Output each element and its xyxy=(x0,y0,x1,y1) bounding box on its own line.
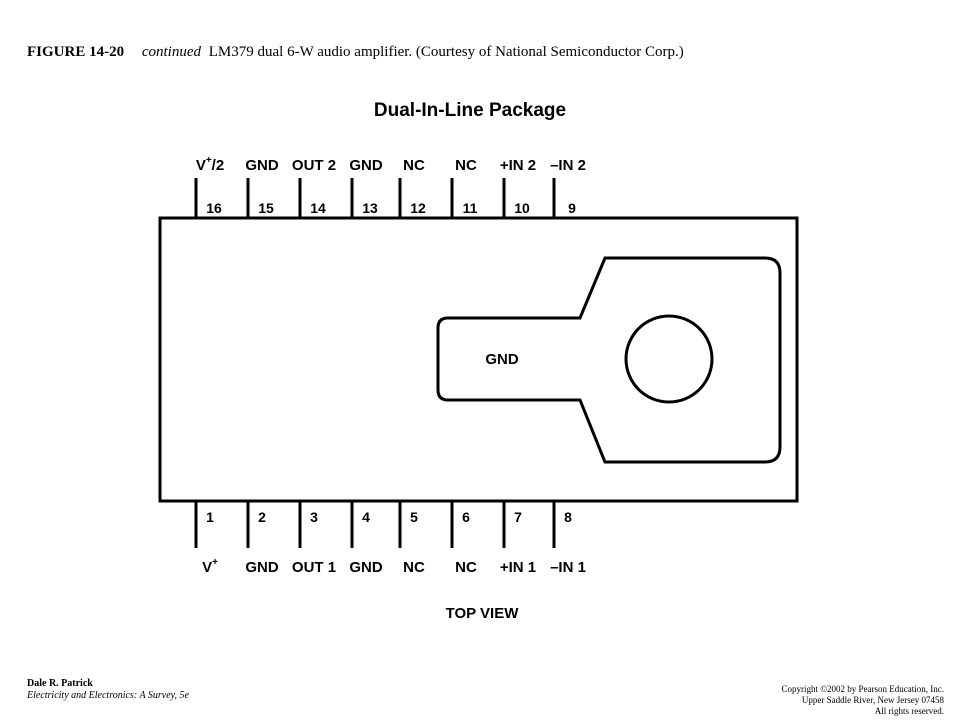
pin-5-label: NC xyxy=(403,559,425,576)
pin-4-label: GND xyxy=(349,559,383,576)
tab-gnd-label: GND xyxy=(485,351,519,368)
figure-caption: FIGURE 14-20 continued LM379 dual 6-W au… xyxy=(27,44,684,61)
pin-9-number: 9 xyxy=(568,200,576,216)
footer-address: Upper Saddle River, New Jersey 07458 xyxy=(801,695,944,705)
pin-14-number: 14 xyxy=(310,200,326,216)
pin-3-label: OUT 1 xyxy=(292,559,336,576)
footer-book-title: Electricity and Electronics: A Survey, 5… xyxy=(27,690,189,701)
pin-8-number: 8 xyxy=(564,509,572,525)
heat-tab-outline xyxy=(436,256,782,464)
figure-caption-text: LM379 dual 6-W audio amplifier. (Courtes… xyxy=(208,44,684,60)
footer-rights: All rights reserved. xyxy=(874,706,944,716)
pin-15-label: GND xyxy=(245,157,279,174)
pin-16-label: V+/2 xyxy=(196,155,224,174)
pin-7-number: 7 xyxy=(514,509,522,525)
pin-15-number: 15 xyxy=(258,200,274,216)
pin-16-number: 16 xyxy=(206,200,222,216)
figure-number: FIGURE 14-20 xyxy=(27,44,125,60)
pin-13-label: GND xyxy=(349,157,383,174)
mounting-hole xyxy=(624,314,714,404)
pin-2-number: 2 xyxy=(258,509,266,525)
pin-13-number: 13 xyxy=(362,200,378,216)
pin-12-label: NC xyxy=(403,157,425,174)
figure-continued: continued xyxy=(141,44,201,60)
top-view-label: TOP VIEW xyxy=(446,605,520,622)
pin-3-number: 3 xyxy=(310,509,318,525)
package-body xyxy=(158,216,799,503)
pin-10-label: +IN 2 xyxy=(500,157,536,174)
pin-8-label: –IN 1 xyxy=(550,559,586,576)
pin-6-number: 6 xyxy=(462,509,470,525)
footer-copyright: Copyright ©2002 by Pearson Education, In… xyxy=(781,684,944,694)
pin-2-label: GND xyxy=(245,559,279,576)
pin-14-label: OUT 2 xyxy=(292,157,336,174)
pin-6-label: NC xyxy=(455,559,477,576)
pin-5-number: 5 xyxy=(410,509,418,525)
pin-4-number: 4 xyxy=(362,509,370,525)
footer-left: Dale R. Patrick Electricity and Electron… xyxy=(27,678,189,702)
top-pin-row: 16 V+/2 15 GND 14 OUT 2 13 GND 12 NC 11 NC 10 +IN 2 9 –… xyxy=(194,155,586,218)
pin-1-number: 1 xyxy=(206,509,214,525)
footer-author: Dale R. Patrick xyxy=(27,678,93,689)
pin-7-label: +IN 1 xyxy=(500,559,536,576)
pin-11-number: 11 xyxy=(463,200,478,216)
pin-10-number: 10 xyxy=(514,200,530,216)
pin-11-label: NC xyxy=(455,157,477,174)
diagram-title: Dual-In-Line Package xyxy=(374,100,566,121)
footer-right: Copyright ©2002 by Pearson Education, In… xyxy=(781,684,944,717)
pin-9-label: –IN 2 xyxy=(550,157,586,174)
pin-12-number: 12 xyxy=(410,200,426,216)
pin-1-label: V+ xyxy=(202,557,218,576)
